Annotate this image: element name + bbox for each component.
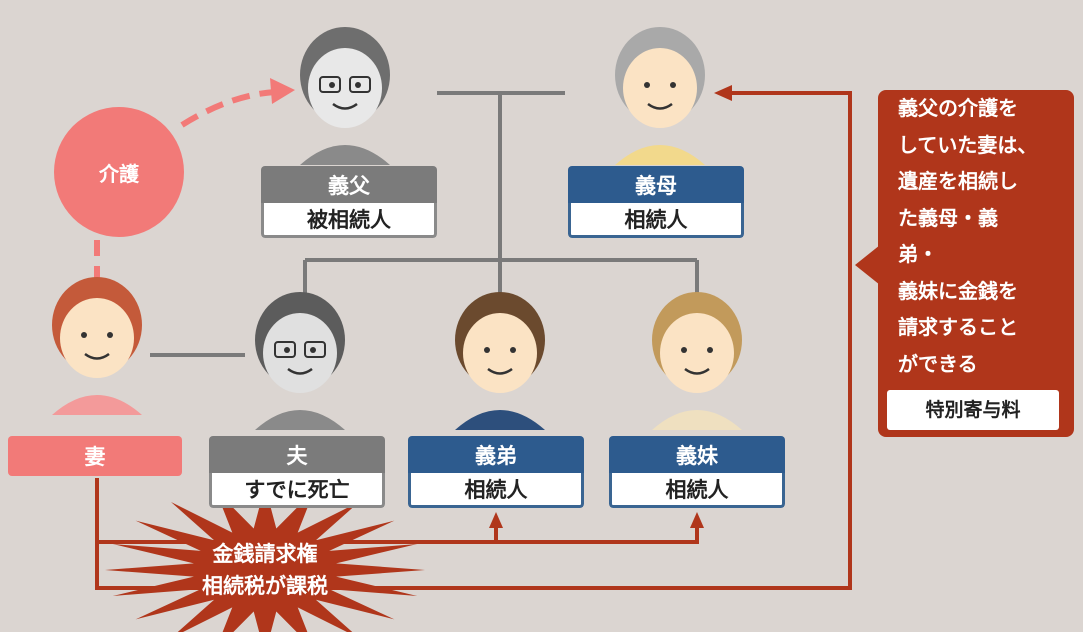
callout-pointer	[855, 245, 880, 285]
father-in-law-illustration	[300, 27, 390, 165]
arrow-to-sister	[690, 512, 704, 528]
mother-in-law-illustration	[615, 27, 705, 165]
husband-illustration	[255, 292, 345, 430]
care-arrows	[94, 78, 295, 292]
callout-line: た義母・義	[898, 205, 998, 230]
care-circle: 介護	[54, 107, 184, 237]
wife-card: 妻	[8, 436, 182, 476]
wife-illustration	[52, 277, 142, 415]
callout-line: していた妻は、	[898, 132, 1038, 157]
sister-in-law-card: 義妹 相続人	[609, 436, 785, 508]
role: 相続人	[408, 473, 584, 508]
role: すでに死亡	[209, 473, 385, 508]
care-arrow-head	[270, 78, 295, 104]
starburst	[105, 486, 425, 632]
callout-line: 請求すること	[898, 315, 1018, 339]
callout-line: 義妹に金銭を	[898, 278, 1018, 303]
arrow-to-mother	[714, 85, 732, 101]
mother-in-law-card: 義母 相続人	[568, 166, 744, 238]
callout-line: 弟・	[898, 242, 938, 266]
arrow-to-brother	[489, 512, 503, 528]
role: 相続人	[609, 473, 785, 508]
callout-line: 義父の介護を	[898, 96, 1018, 120]
brother-in-law-card: 義弟 相続人	[408, 436, 584, 508]
role: 被相続人	[261, 203, 437, 238]
name: 義弟	[408, 436, 584, 473]
burst-text: 金銭請求権 相続税が課税	[170, 538, 360, 602]
father-in-law-card: 義父 被相続人	[261, 166, 437, 238]
callout-box: 義父の介護を していた妻は、 遺産を相続し た義母・義 弟・ 義妹に金銭を 請求…	[878, 90, 1074, 437]
name: 義父	[261, 166, 437, 203]
husband-card: 夫 すでに死亡	[209, 436, 385, 508]
brother-in-law-illustration	[455, 292, 545, 430]
sister-in-law-illustration	[652, 292, 742, 430]
name: 義妹	[609, 436, 785, 473]
name: 夫	[209, 436, 385, 473]
role: 相続人	[568, 203, 744, 238]
callout-line: 遺産を相続し	[898, 169, 1018, 193]
special-contribution-tag: 特別寄与料	[887, 390, 1059, 430]
burst-line-2: 相続税が課税	[202, 574, 328, 598]
callout-line: ができる	[898, 351, 978, 376]
family-tree-lines	[150, 91, 699, 357]
burst-line-1: 金銭請求権	[212, 542, 318, 566]
name: 義母	[568, 166, 744, 203]
